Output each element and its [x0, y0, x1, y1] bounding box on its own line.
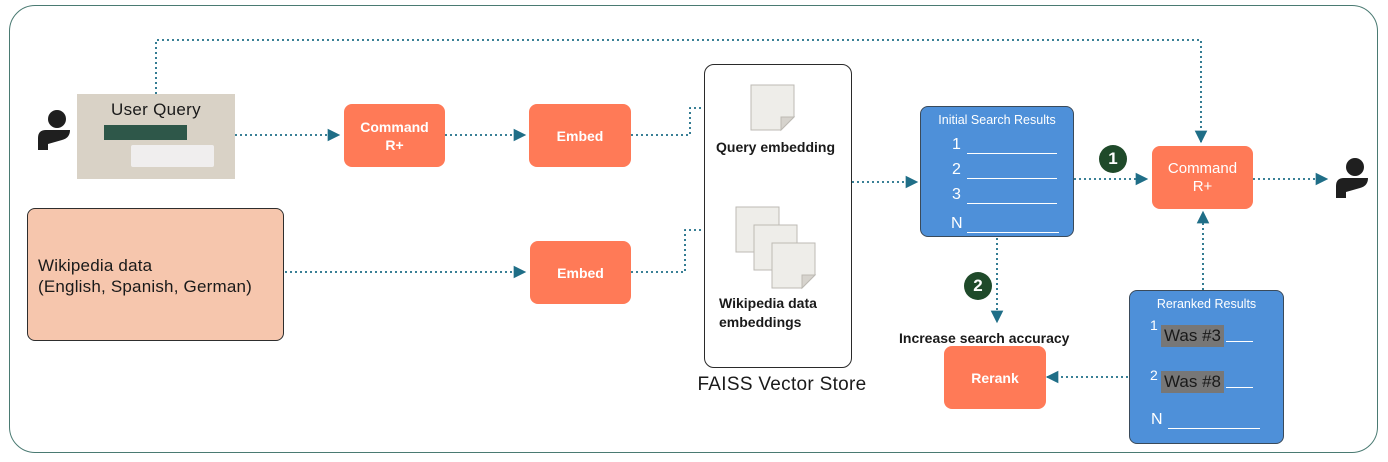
result-line — [1226, 387, 1253, 388]
result-line — [967, 178, 1057, 179]
wikipedia-data-text: Wikipedia data (English, Spanish, German… — [38, 255, 252, 297]
wikipedia-data-line2: (English, Spanish, German) — [38, 277, 253, 296]
command-r-plus-final-button[interactable]: Command R+ — [1152, 146, 1253, 209]
command-r-plus-button[interactable]: Command R+ — [344, 104, 445, 167]
step-badge-one: 1 — [1099, 145, 1127, 173]
reranked-results-panel: Reranked Results 1 Was #3 2 Was #8 N — [1129, 290, 1284, 444]
result-number: 3 — [952, 186, 961, 203]
embed-query-button[interactable]: Embed — [529, 104, 631, 167]
rerank-button[interactable]: Rerank — [944, 346, 1046, 409]
reranked-number: 1 — [1150, 317, 1158, 333]
embed-wikipedia-label: Embed — [557, 264, 604, 281]
result-line — [1226, 341, 1253, 342]
command-r-plus-line2: R+ — [385, 136, 404, 153]
reranked-number: N — [1151, 411, 1163, 428]
result-line — [1168, 428, 1260, 429]
increase-accuracy-caption: Increase search accuracy — [899, 330, 1070, 346]
command-r-plus-line1: Command — [360, 118, 429, 135]
documents-stack-icon — [735, 206, 817, 290]
user-query-card[interactable]: User Query — [77, 94, 235, 179]
command-r-plus-final-line1: Command — [1167, 159, 1238, 177]
result-number: 1 — [952, 136, 961, 153]
was-rank-label: Was #3 — [1161, 325, 1225, 347]
initial-search-results-title: Initial Search Results — [938, 113, 1056, 127]
document-icon — [750, 84, 796, 132]
query-submit-box[interactable] — [131, 145, 214, 167]
user-query-title: User Query — [111, 100, 201, 119]
result-number: 2 — [952, 161, 961, 178]
wikipedia-embeddings-label: Wikipedia data embeddings — [719, 294, 849, 332]
was-rank-label: Was #8 — [1161, 371, 1225, 393]
reranked-number: 2 — [1150, 367, 1158, 383]
command-r-plus-final-line2: R+ — [1192, 177, 1213, 195]
query-embedding-label: Query embedding — [716, 139, 836, 155]
result-line — [967, 153, 1057, 154]
wikipedia-embeddings-line2: embeddings — [719, 314, 802, 330]
wikipedia-embeddings-line1: Wikipedia data — [719, 295, 817, 311]
faiss-vector-store-label: FAISS Vector Store — [697, 374, 867, 395]
embed-query-label: Embed — [556, 127, 604, 144]
reranked-results-title: Reranked Results — [1156, 297, 1257, 311]
rerank-label: Rerank — [971, 369, 1019, 386]
query-input-bar[interactable] — [104, 125, 187, 140]
wikipedia-data-card: Wikipedia data (English, Spanish, German… — [27, 208, 284, 341]
user-icon — [1336, 158, 1368, 198]
result-number: N — [951, 215, 963, 232]
step-badge-two: 2 — [964, 272, 992, 300]
user-icon — [38, 110, 70, 150]
embed-wikipedia-button[interactable]: Embed — [530, 241, 631, 304]
wikipedia-data-line1: Wikipedia data — [38, 256, 153, 275]
result-line — [967, 203, 1057, 204]
initial-search-results-panel: Initial Search Results 1 2 3 N — [920, 106, 1074, 237]
result-line — [967, 232, 1059, 233]
